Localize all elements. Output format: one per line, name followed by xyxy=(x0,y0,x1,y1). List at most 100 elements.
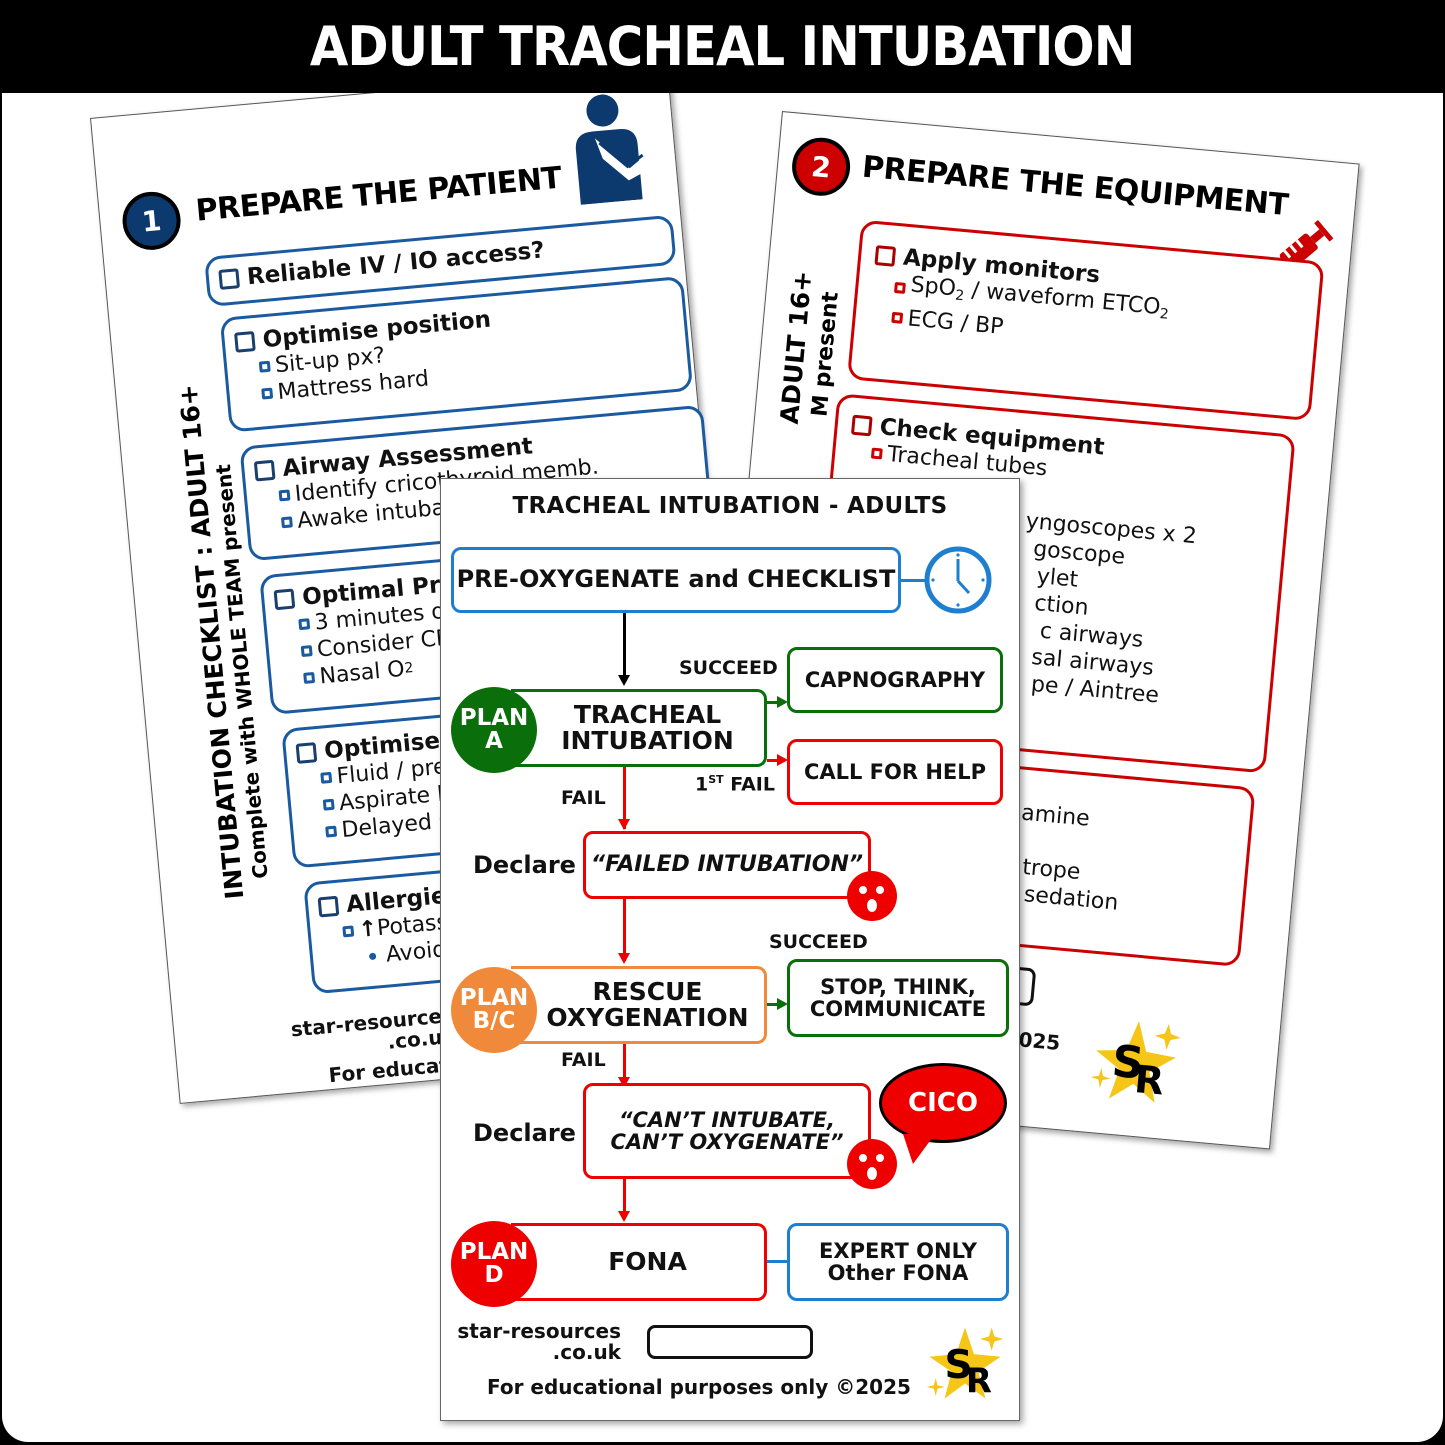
plan-label-line2: INTUBATION xyxy=(561,726,734,755)
connector xyxy=(767,1003,779,1006)
first-fail-num: 1 xyxy=(695,773,709,796)
checkbox[interactable] xyxy=(874,245,897,267)
svg-text:S: S xyxy=(1110,1036,1146,1090)
arrow-down-icon xyxy=(618,675,630,686)
failed-intubation-box: “FAILED INTUBATION” xyxy=(583,831,871,899)
checkbox[interactable] xyxy=(273,588,296,611)
plan-label-line1: TRACHEAL xyxy=(573,699,722,729)
stop-think-box: STOP, THINK,COMMUNICATE xyxy=(787,959,1009,1037)
step-badge-2: 2 xyxy=(789,135,853,199)
succeed-label: SUCCEED xyxy=(679,657,778,679)
sub-checkbox[interactable] xyxy=(322,798,335,811)
sub-checkbox[interactable] xyxy=(300,645,313,658)
first-fail-word: FAIL xyxy=(730,773,775,796)
plan-badge-line2: B/C xyxy=(472,1008,516,1034)
sub-checkbox[interactable] xyxy=(278,489,291,502)
canvas: 1 PREPARE THE PATIENT INTUBATION CHECKLI… xyxy=(2,93,1443,1442)
succeed-label-2: SUCCEED xyxy=(769,931,868,953)
sub-checkbox[interactable] xyxy=(303,671,316,684)
plan-badge-line1: PLAN xyxy=(459,705,529,731)
connector xyxy=(623,899,626,961)
shocked-face-icon xyxy=(847,1139,897,1189)
arrow-up-icon: ↑ xyxy=(357,916,379,943)
sub-checkbox[interactable] xyxy=(342,925,355,938)
shocked-face-icon xyxy=(847,871,897,921)
sr-logo: S R xyxy=(1086,1012,1184,1110)
fona-label: FONA xyxy=(608,1246,687,1276)
declare-label-2: Declare xyxy=(473,1119,576,1147)
name-field-box[interactable] xyxy=(647,1325,813,1359)
sub-checkbox[interactable] xyxy=(891,311,904,324)
star-icon: S R xyxy=(926,1327,1004,1400)
stop-think-line1: STOP, THINK, xyxy=(820,974,976,999)
call-for-help-box: CALL FOR HELP xyxy=(787,739,1003,805)
checkbox[interactable] xyxy=(253,459,276,482)
title-bar: ADULT TRACHEAL INTUBATION xyxy=(0,0,1445,93)
sub-checkbox[interactable] xyxy=(280,516,293,529)
connector xyxy=(623,767,626,829)
checkbox[interactable] xyxy=(850,414,873,437)
expert-line1: EXPERT ONLY xyxy=(819,1238,977,1263)
sr-logo: S R xyxy=(925,1323,1005,1403)
first-fail-label: 1ST FAIL xyxy=(695,773,775,795)
cico-line1: “CAN’T INTUBATE, xyxy=(618,1107,836,1132)
connector xyxy=(623,1044,626,1086)
checkbox[interactable] xyxy=(317,895,340,918)
item-title: Reliable IV / IO access? xyxy=(245,237,546,291)
call-for-help-label: CALL FOR HELP xyxy=(803,759,987,784)
speech-bubble-tail xyxy=(903,1134,935,1164)
arrow-right-icon xyxy=(777,754,788,766)
logo-s: S xyxy=(945,1343,973,1388)
clock-icon xyxy=(924,546,992,614)
footer-site-line1: star-resources xyxy=(457,1319,621,1343)
arrow-down-icon xyxy=(618,1211,630,1222)
card-prepare-equipment: 2 PREPARE THE EQUIPMENT ADULT 16+ M pres… xyxy=(692,111,1360,1150)
footer-site: star-resources .co.uk xyxy=(451,1321,621,1363)
sub-checkbox[interactable] xyxy=(325,825,338,838)
capnography-box: CAPNOGRAPHY xyxy=(787,647,1003,713)
sub-checkbox[interactable] xyxy=(870,447,883,460)
plan-badge-line1: PLAN xyxy=(459,985,529,1011)
connector xyxy=(767,1260,789,1263)
cico-line2: CAN’T OXYGENATE” xyxy=(610,1130,844,1154)
declare-label: Declare xyxy=(473,851,576,879)
sub-checkbox[interactable] xyxy=(320,771,333,784)
checkbox[interactable] xyxy=(218,268,241,290)
logo-r: R xyxy=(966,1361,992,1400)
sub-checkbox[interactable] xyxy=(298,618,311,631)
cico-speech-bubble: CICO xyxy=(879,1063,1007,1143)
card-prepare-patient: 1 PREPARE THE PATIENT INTUBATION CHECKLI… xyxy=(90,93,777,1104)
stop-think-line2: COMMUNICATE xyxy=(809,997,987,1021)
flowchart-title: TRACHEAL INTUBATION - ADULTS xyxy=(512,493,948,519)
checkbox[interactable] xyxy=(295,742,318,764)
plan-badge-line2: A xyxy=(485,728,503,754)
footer-site-line2: .co.uk xyxy=(552,1340,621,1364)
plan-label-line1: RESCUE xyxy=(592,976,703,1006)
card-flowchart: TRACHEAL INTUBATION - ADULTS PRE-OXYGENA… xyxy=(440,478,1020,1421)
connector xyxy=(767,701,779,704)
arrow-right-icon xyxy=(777,696,788,708)
svg-text:R: R xyxy=(1133,1057,1166,1103)
plan-badge-line1: PLAN xyxy=(459,1239,529,1265)
arrow-down-icon xyxy=(618,819,630,830)
arrow-right-icon xyxy=(777,998,788,1010)
arrow-down-icon xyxy=(618,1077,630,1088)
checkbox[interactable] xyxy=(234,331,256,353)
fail-label-2: FAIL xyxy=(561,1049,606,1071)
fail-label: FAIL xyxy=(561,787,606,809)
card-heading: PREPARE THE PATIENT xyxy=(194,160,563,229)
connector xyxy=(767,759,779,762)
arrow-down-icon xyxy=(618,953,630,964)
sub-checkbox[interactable] xyxy=(258,360,271,373)
preoxygenate-box: PRE-OXYGENATE and CHECKLIST xyxy=(451,547,901,613)
sub-checkbox[interactable] xyxy=(261,387,274,400)
sub-checkbox[interactable] xyxy=(894,281,906,294)
connector xyxy=(623,613,626,675)
plan-badge-line2: D xyxy=(484,1262,504,1288)
patient-arm-sling-icon xyxy=(575,94,649,205)
failed-intubation-label: “FAILED INTUBATION” xyxy=(590,852,864,878)
